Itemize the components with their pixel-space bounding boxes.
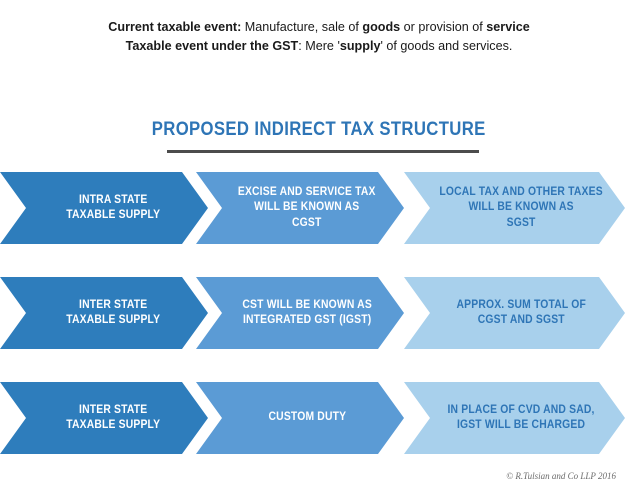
header-line-2-lead: Taxable event under the GST: [125, 39, 299, 53]
chevron-stage[interactable]: INTER STATE TAXABLE SUPPLY: [0, 382, 208, 454]
header-line-1: Current taxable event: Manufacture, sale…: [0, 18, 638, 37]
chevron-label: EXCISE AND SERVICE TAX WILL BE KNOWN AS …: [238, 185, 377, 229]
header-line-1-mid2: or provision of: [400, 20, 487, 34]
header-line-1-bold-goods: goods: [362, 20, 401, 34]
page-title: PROPOSED INDIRECT TAX STRUCTURE: [152, 119, 486, 140]
chevron-label: INTRA STATE TAXABLE SUPPLY: [66, 193, 160, 221]
chevron-label: CUSTOM DUTY: [268, 411, 347, 424]
chevron-label: APPROX. SUM TOTAL OF CGST AND SGST: [456, 298, 586, 326]
diagram-row: INTRA STATE TAXABLE SUPPLY EXCISE AND SE…: [0, 172, 638, 244]
header-line-1-mid: Manufacture, sale of: [241, 20, 363, 34]
header-line-1-lead: Current taxable event:: [108, 20, 242, 34]
header-line-2-mid: : Mere ': [298, 39, 340, 53]
chevron-label: CST WILL BE KNOWN AS INTEGRATED GST (IGS…: [242, 298, 372, 326]
chevron-label: IN PLACE OF CVD AND SAD, IGST WILL BE CH…: [447, 403, 595, 431]
chevron-stage[interactable]: LOCAL TAX AND OTHER TAXES WILL BE KNOWN …: [404, 172, 625, 244]
header-line-2-tail: ' of goods and services.: [380, 39, 513, 53]
diagram-row: INTER STATE TAXABLE SUPPLY CUSTOM DUTY I…: [0, 382, 638, 454]
header-line-2-bold-supply: supply: [339, 39, 381, 53]
chevron-stage[interactable]: APPROX. SUM TOTAL OF CGST AND SGST: [404, 277, 625, 349]
section-title-wrap: PROPOSED INDIRECT TAX STRUCTURE: [0, 119, 638, 141]
chevron-stage[interactable]: IN PLACE OF CVD AND SAD, IGST WILL BE CH…: [404, 382, 625, 454]
header-paragraph: Current taxable event: Manufacture, sale…: [0, 18, 638, 56]
chevron-stage[interactable]: INTER STATE TAXABLE SUPPLY: [0, 277, 208, 349]
chevron-label: INTER STATE TAXABLE SUPPLY: [66, 403, 160, 431]
title-underline-rule: [167, 150, 479, 153]
chevron-stage[interactable]: CST WILL BE KNOWN AS INTEGRATED GST (IGS…: [196, 277, 404, 349]
header-line-2: Taxable event under the GST: Mere 'suppl…: [0, 37, 638, 56]
tax-structure-diagram: INTRA STATE TAXABLE SUPPLY EXCISE AND SE…: [0, 172, 638, 487]
chevron-stage[interactable]: EXCISE AND SERVICE TAX WILL BE KNOWN AS …: [196, 172, 404, 244]
chevron-stage[interactable]: INTRA STATE TAXABLE SUPPLY: [0, 172, 208, 244]
chevron-stage[interactable]: CUSTOM DUTY: [196, 382, 404, 454]
chevron-label: LOCAL TAX AND OTHER TAXES WILL BE KNOWN …: [439, 185, 603, 229]
diagram-row: INTER STATE TAXABLE SUPPLY CST WILL BE K…: [0, 277, 638, 349]
header-line-1-bold-service: service: [486, 20, 530, 34]
chevron-label: INTER STATE TAXABLE SUPPLY: [66, 298, 160, 326]
copyright-footer: © R.Tulsian and Co LLP 2016: [506, 471, 616, 481]
